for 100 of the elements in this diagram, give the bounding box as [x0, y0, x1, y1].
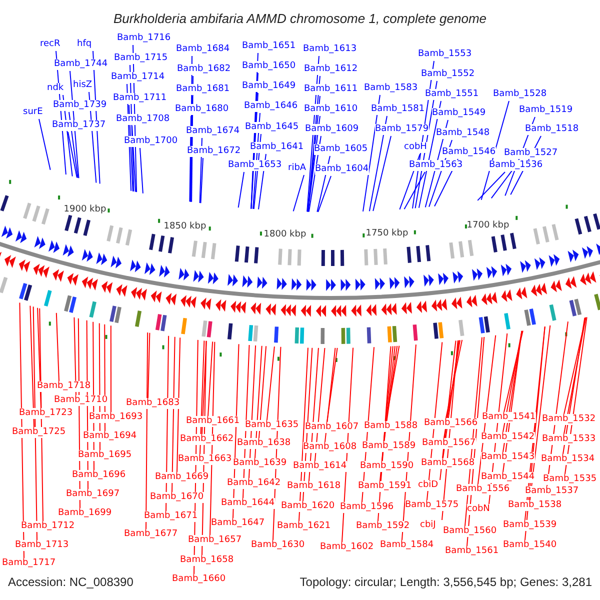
- gene-label: Bamb_1533: [542, 434, 596, 445]
- gene-label: Bamb_1611: [304, 84, 358, 95]
- gene-label: Bamb_1528: [493, 89, 547, 100]
- gene-label: Bamb_1583: [364, 83, 418, 94]
- gene-label: Bamb_1711: [113, 93, 167, 104]
- gene-label: Bamb_1718: [37, 381, 91, 392]
- gene-label: Bamb_1532: [542, 414, 596, 425]
- gene-label: Bamb_1677: [124, 529, 178, 540]
- leader-line: [530, 324, 551, 500]
- gene-label: Bamb_1605: [314, 144, 368, 155]
- gene-label: Bamb_1602: [320, 542, 374, 553]
- gene-label: Bamb_1663: [178, 454, 232, 465]
- gene-label: Bamb_1566: [424, 418, 478, 429]
- gene-label: Bamb_1518: [525, 124, 579, 135]
- gene-label: Bamb_1693: [89, 412, 143, 423]
- gene-label: cobN: [467, 504, 490, 515]
- leader-line: [176, 337, 181, 472]
- gene-label: Bamb_1618: [287, 481, 341, 492]
- gene-label: Bamb_1684: [176, 44, 230, 55]
- gene-label: Bamb_1534: [541, 454, 595, 465]
- gene-label: Bamb_1614: [293, 461, 347, 472]
- gene-label: Bamb_1700: [124, 136, 178, 147]
- gene-label: Bamb_1712: [21, 521, 75, 532]
- leader-line: [39, 308, 44, 522]
- gene-label: Bamb_1620: [281, 501, 335, 512]
- gene-label: Bamb_1596: [340, 502, 394, 513]
- leader-line: [208, 341, 214, 416]
- gene-label: Bamb_1542: [481, 432, 535, 443]
- gene-label: Bamb_1638: [237, 438, 291, 449]
- leader-line: [324, 347, 336, 442]
- gene-label: Bamb_1561: [445, 546, 499, 557]
- gene-label: Bamb_1590: [360, 461, 414, 472]
- gene-label: Bamb_1737: [52, 120, 106, 131]
- gene-label: Bamb_1710: [54, 395, 108, 406]
- gene-label: Bamb_1672: [187, 146, 241, 157]
- gene-label: Bamb_1644: [221, 498, 275, 509]
- gene-label: Bamb_1519: [519, 105, 573, 116]
- leader-line: [318, 176, 332, 212]
- gene-label: Bamb_1543: [481, 452, 535, 463]
- leader-line: [74, 316, 76, 396]
- gene-label: Bamb_1536: [489, 160, 543, 171]
- gene-label: Bamb_1592: [356, 521, 410, 532]
- gene-label: Bamb_1661: [186, 416, 240, 427]
- gene-label: Bamb_1714: [111, 72, 165, 83]
- gene-label: Bamb_1642: [227, 478, 281, 489]
- gene-label: Bamb_1708: [116, 114, 170, 125]
- gene-label: Bamb_1695: [78, 450, 132, 461]
- gene-label: Bamb_1610: [304, 104, 358, 115]
- gene-label: Bamb_1670: [150, 492, 204, 503]
- gene-label: Bamb_1694: [83, 431, 137, 442]
- gene-label: Bamb_1651: [242, 41, 296, 52]
- gene-label: Bamb_1540: [503, 540, 557, 551]
- gene-label: Bamb_1591: [358, 481, 412, 492]
- gene-label: Bamb_1579: [375, 124, 429, 135]
- leader-line: [200, 158, 204, 204]
- leader-line: [238, 172, 244, 208]
- leader-line: [444, 340, 460, 438]
- gene-label: Bamb_1552: [421, 69, 475, 80]
- leader-line: [68, 132, 78, 178]
- gene-label: Bamb_1609: [305, 124, 359, 135]
- leader-line: [326, 347, 338, 422]
- scale-label: 1900 kbp: [64, 206, 106, 214]
- gene-label: Bamb_1539: [503, 520, 557, 531]
- leader-line: [172, 336, 176, 492]
- gene-label: Bamb_1683: [126, 398, 180, 409]
- gene-label: Bamb_1716: [117, 33, 171, 44]
- gene-label: Bamb_1697: [66, 489, 120, 500]
- scale-label: 1700 kbp: [466, 222, 510, 230]
- gene-label: Bamb_1671: [144, 511, 198, 522]
- gene-label: Bamb_1680: [175, 104, 229, 115]
- leader-line: [477, 172, 506, 201]
- gene-label: cbiJ: [420, 520, 436, 531]
- gene-label: Bamb_1612: [304, 64, 358, 75]
- gene-label: Bamb_1538: [508, 500, 562, 511]
- gene-label: Bamb_1713: [15, 540, 69, 551]
- gene-label: Bamb_1696: [72, 470, 126, 481]
- leader-line: [38, 118, 51, 170]
- leader-line: [110, 325, 112, 412]
- gene-label: Bamb_1546: [442, 147, 496, 158]
- leader-line: [362, 94, 380, 212]
- gene-label: Bamb_1607: [305, 422, 359, 433]
- gene-label: Bamb_1630: [251, 540, 305, 551]
- leader-line: [266, 346, 275, 420]
- gene-label: Bamb_1589: [362, 441, 416, 452]
- leader-line: [258, 346, 267, 438]
- gene-label: Bamb_1575: [405, 500, 459, 511]
- gene-label: Bamb_1604: [315, 164, 369, 175]
- gene-label: Bamb_1556: [456, 484, 510, 495]
- gene-label: Bamb_1563: [409, 160, 463, 171]
- gene-label: Bamb_1739: [53, 100, 107, 111]
- gene-label: Bamb_1717: [2, 558, 56, 569]
- leader-line: [30, 305, 34, 428]
- gene-label: Bamb_1621: [277, 521, 331, 532]
- leader-line: [368, 116, 388, 212]
- gene-label: Bamb_1551: [425, 89, 479, 100]
- gene-label: Bamb_1560: [443, 526, 497, 537]
- leader-line: [140, 148, 144, 194]
- gene-label: Bamb_1567: [422, 438, 476, 449]
- gene-label: Bamb_1537: [525, 486, 579, 497]
- gene-label: Bamb_1649: [242, 81, 296, 92]
